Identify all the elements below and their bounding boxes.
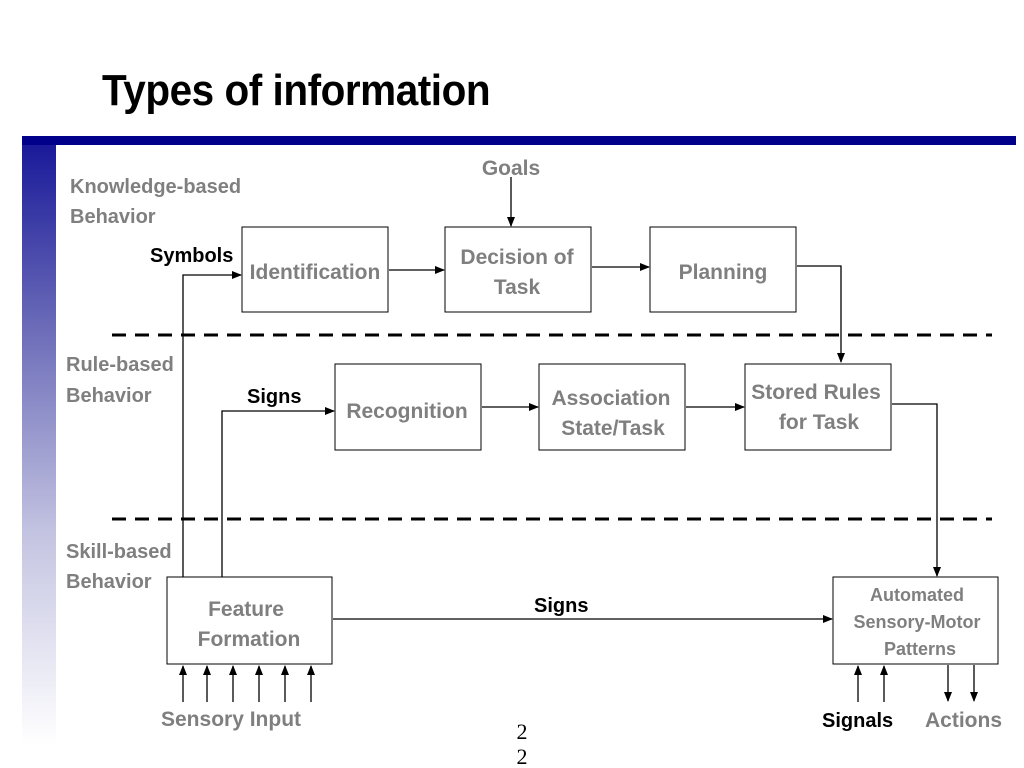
box-identification	[241, 226, 389, 313]
page-number-line2: 2	[517, 744, 528, 768]
box-stored-rules	[744, 363, 892, 451]
box-stored-rules-label-line2: for Task	[779, 411, 859, 434]
signs-rule-label: Signs	[247, 386, 301, 408]
page-title: Types of information	[102, 66, 491, 115]
arrow-stored-rules-to-automated	[892, 403, 941, 577]
signals-label: Signals	[822, 710, 893, 732]
box-identification-label: Identification	[250, 261, 381, 284]
level-knowledge-line1: Knowledge-based	[70, 176, 241, 198]
box-recognition	[334, 363, 482, 451]
title-bar-rule	[22, 136, 1016, 145]
box-feature-label-line1: Feature	[208, 598, 284, 621]
box-recognition-label: Recognition	[346, 400, 467, 423]
side-gradient-bar	[22, 145, 56, 745]
arrow-feature-to-recognition	[221, 407, 335, 577]
level-rule-line1: Rule-based	[66, 354, 174, 376]
box-feature-formation	[166, 576, 333, 665]
box-association-label-line1: Association	[551, 387, 670, 410]
box-feature-label-line2: Formation	[198, 628, 301, 651]
arrow-feature-to-identification	[182, 271, 242, 577]
symbols-label: Symbols	[150, 245, 233, 267]
goals-label: Goals	[482, 157, 540, 180]
box-decision	[444, 226, 592, 313]
box-planning	[649, 226, 797, 313]
level-knowledge-line2: Behavior	[70, 206, 156, 228]
level-skill-line2: Behavior	[66, 571, 152, 593]
arrow-planning-to-stored-rules	[797, 265, 845, 363]
page-number-line1: 2	[517, 719, 528, 744]
box-decision-label-line2: Task	[494, 276, 541, 299]
box-stored-rules-label-line1: Stored Rules	[751, 381, 881, 404]
box-decision-label-line1: Decision of	[460, 246, 574, 269]
box-association-label-line2: State/Task	[561, 417, 665, 440]
actions-label: Actions	[925, 709, 1002, 732]
signs-skill-label: Signs	[534, 595, 588, 617]
box-automated-patterns	[832, 576, 999, 665]
level-skill-line1: Skill-based	[66, 541, 172, 563]
level-rule-line2: Behavior	[66, 385, 152, 407]
box-automated-label-line3: Patterns	[884, 639, 956, 659]
box-planning-label: Planning	[679, 261, 768, 284]
box-automated-label-line1: Automated	[870, 585, 964, 605]
box-association	[538, 363, 686, 451]
box-automated-label-line2: Sensory-Motor	[853, 612, 980, 632]
sensory-input-label: Sensory Input	[161, 708, 301, 731]
